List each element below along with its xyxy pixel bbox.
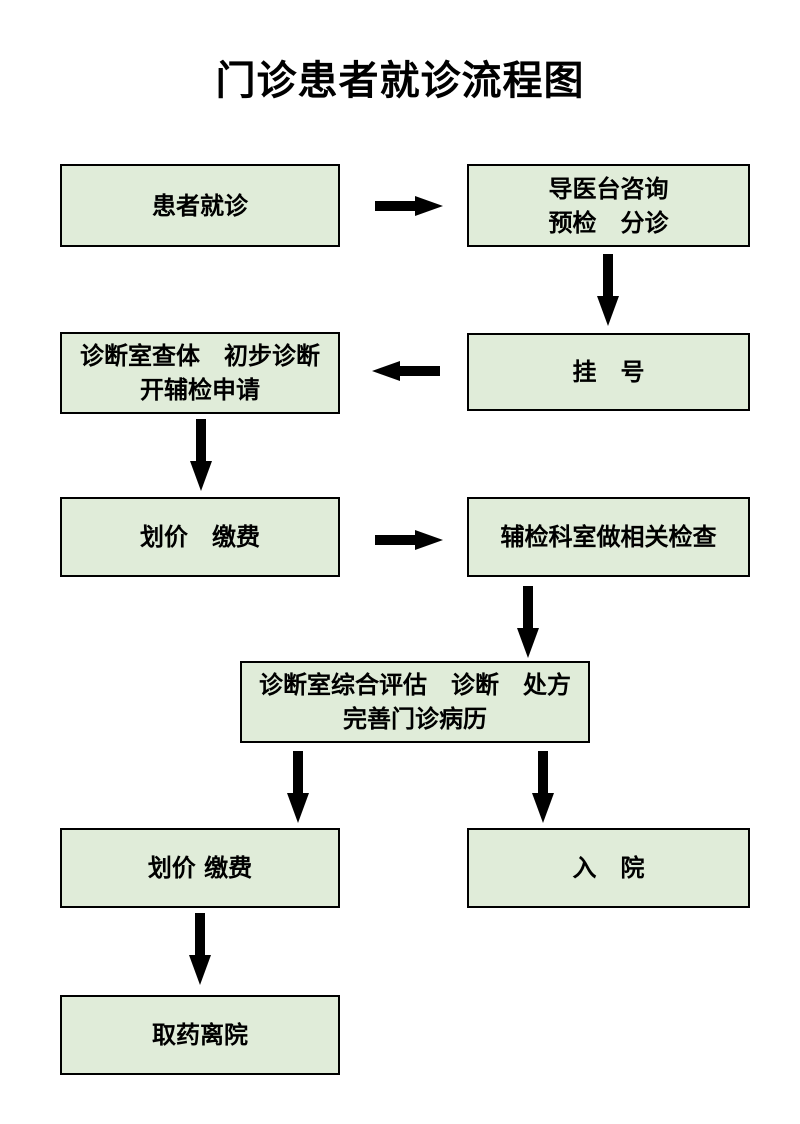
arrow-down-icon <box>287 751 309 823</box>
flow-node-exam-initial-diagnosis: 诊断室查体 初步诊断 开辅检申请 <box>60 332 340 414</box>
flow-node-label: 患者就诊 <box>152 190 248 220</box>
flow-node-pricing-payment-2: 划价 缴费 <box>60 828 340 908</box>
flow-node-admission: 入 院 <box>467 828 750 908</box>
flow-node-label: 完善门诊病历 <box>343 704 487 733</box>
flow-node-label: 诊断室查体 初步诊断 <box>80 341 320 370</box>
flow-node-dispense-leave: 取药离院 <box>60 995 340 1075</box>
flow-node-label: 导医台咨询 <box>548 173 669 203</box>
arrow-right-icon <box>375 196 443 216</box>
arrow-down-icon <box>189 913 211 985</box>
flow-node-label: 预检 分诊 <box>548 207 669 237</box>
flow-node-label: 诊断室综合评估 诊断 处方 <box>259 670 571 699</box>
flow-node-patient-visit: 患者就诊 <box>60 164 340 247</box>
arrow-left-icon <box>372 361 440 381</box>
flow-node-auxiliary-tests: 辅检科室做相关检查 <box>467 497 750 577</box>
flow-node-label: 辅检科室做相关检查 <box>500 522 717 551</box>
flow-node-registration: 挂 号 <box>467 333 750 411</box>
flow-node-label: 划价 缴费 <box>140 522 260 551</box>
flow-node-label: 挂 号 <box>572 357 645 386</box>
flow-node-label: 开辅检申请 <box>140 375 260 404</box>
flowchart-title: 门诊患者就诊流程图 <box>215 57 585 104</box>
arrow-down-icon <box>517 586 539 658</box>
arrow-down-icon <box>190 419 212 491</box>
flow-node-comprehensive-assessment: 诊断室综合评估 诊断 处方 完善门诊病历 <box>240 661 590 743</box>
flow-node-label: 入 院 <box>572 853 645 882</box>
arrow-right-icon <box>375 530 443 550</box>
flow-node-triage-consult: 导医台咨询 预检 分诊 <box>467 164 750 247</box>
arrow-down-icon <box>597 254 619 326</box>
flow-node-pricing-payment-1: 划价 缴费 <box>60 497 340 577</box>
flow-node-label: 划价 缴费 <box>147 853 253 882</box>
arrow-down-icon <box>532 751 554 823</box>
flow-node-label: 取药离院 <box>152 1020 248 1049</box>
